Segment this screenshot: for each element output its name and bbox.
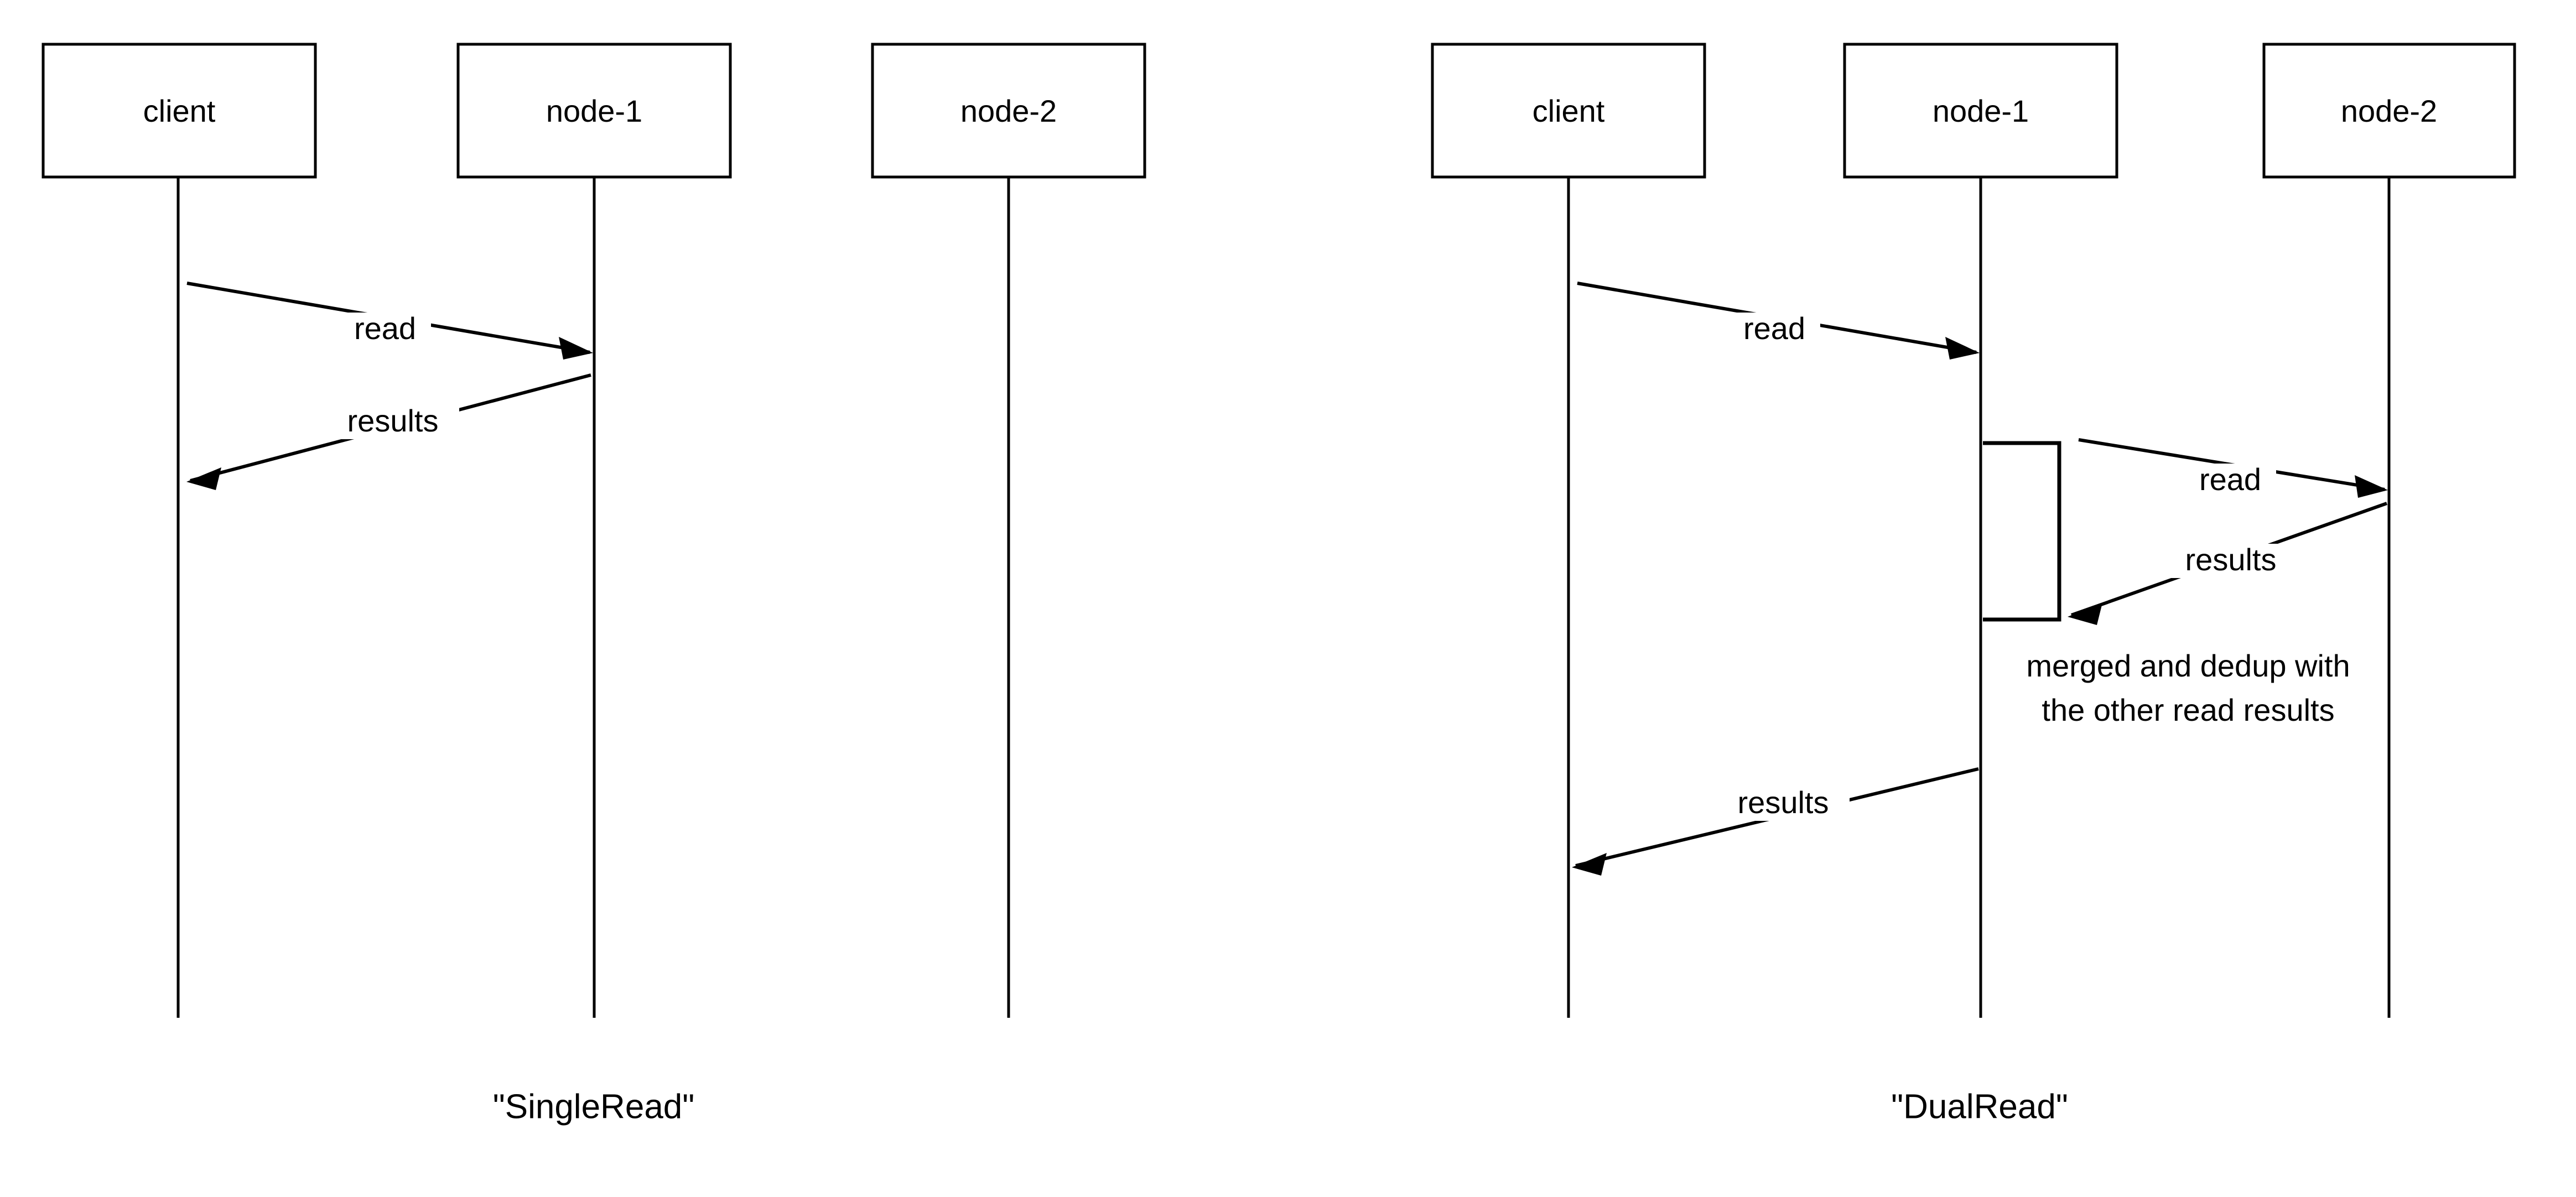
- message-label: results: [2185, 542, 2277, 577]
- panel-dual-read: client node-1 node-2 read: [1431, 43, 2516, 1126]
- arrow-head-icon: [559, 337, 593, 360]
- participant-box: [1843, 43, 2118, 179]
- note-merged-dedup: merged and dedup with the other read res…: [2026, 648, 2350, 727]
- message-label-backdrop: [1717, 787, 1850, 821]
- participant-box: [41, 43, 317, 179]
- message-label: results: [347, 403, 439, 438]
- message-results-node-1-to-client[interactable]: results: [186, 373, 591, 490]
- participant-client[interactable]: client: [1431, 43, 1706, 179]
- panel-single-read: client node-1 node-2 read: [41, 43, 1146, 1126]
- participant-label: node-2: [960, 93, 1057, 128]
- participant-node-1[interactable]: node-1: [1843, 43, 2118, 179]
- panel-caption-single-read: "SingleRead": [493, 1087, 695, 1126]
- participant-label: node-1: [546, 93, 642, 128]
- arrow-head-icon: [2355, 475, 2388, 498]
- message-label: results: [1738, 785, 1829, 820]
- participant-label: node-1: [1933, 93, 2029, 128]
- message-read-node-1-to-node-2[interactable]: read: [2078, 438, 2388, 498]
- message-read-client-to-node-1[interactable]: read: [1577, 282, 1980, 360]
- message-label-backdrop: [326, 405, 459, 439]
- message-label: read: [1743, 311, 1805, 346]
- participant-node-2[interactable]: node-2: [2262, 43, 2516, 179]
- participant-box: [2262, 43, 2516, 179]
- participant-box: [871, 43, 1146, 179]
- participant-node-2[interactable]: node-2: [871, 43, 1146, 179]
- message-label: read: [354, 311, 416, 346]
- participant-client[interactable]: client: [41, 43, 317, 179]
- note-line-1: merged and dedup with: [2026, 648, 2350, 683]
- participant-node-1[interactable]: node-1: [456, 43, 732, 179]
- activation-bracket-node-1: [1983, 441, 2061, 622]
- message-label-backdrop: [1728, 313, 1820, 347]
- arrow-head-icon: [1572, 853, 1607, 876]
- arrow-head-icon: [186, 467, 221, 490]
- participant-box: [456, 43, 732, 179]
- message-label: read: [2199, 462, 2261, 497]
- message-label-backdrop: [2164, 544, 2297, 578]
- message-label-backdrop: [2184, 464, 2276, 498]
- participant-box: [1431, 43, 1706, 179]
- participant-label: node-2: [2341, 93, 2437, 128]
- participant-label: client: [143, 93, 216, 128]
- arrow-head-icon: [1945, 337, 1980, 360]
- note-line-2: the other read results: [2042, 693, 2334, 727]
- message-results-node-1-to-client[interactable]: results: [1572, 767, 1979, 876]
- message-label-backdrop: [339, 313, 431, 347]
- message-results-node-2-to-node-1[interactable]: results: [2068, 502, 2388, 625]
- message-read-client-to-node-1[interactable]: read: [186, 282, 593, 360]
- arrow-head-icon: [2068, 603, 2102, 625]
- participant-label: client: [1533, 93, 1605, 128]
- panel-caption-dual-read: "DualRead": [1891, 1087, 2068, 1126]
